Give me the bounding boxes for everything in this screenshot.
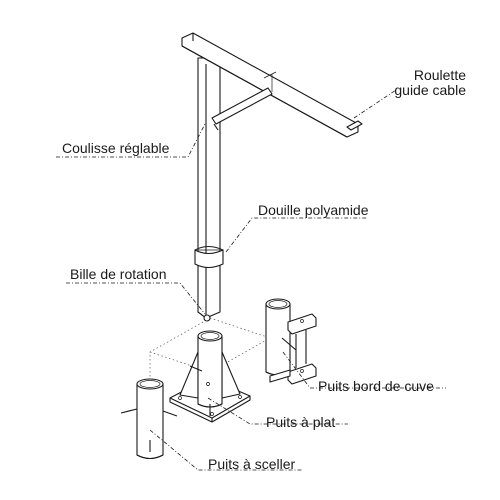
label-roulette-line1: Roulette (413, 67, 466, 83)
diagonal-brace (211, 87, 273, 131)
leader-bille (66, 282, 206, 315)
puits-a-plat-part (169, 330, 251, 423)
label-bille-de-rotation: Bille de rotation (70, 266, 167, 282)
label-puits-a-sceller: Puits à sceller (208, 456, 296, 472)
leader-coulisse (56, 121, 207, 158)
label-roulette-guide-cable: Roulette guide cable (378, 68, 466, 98)
leader-puits-sceller (149, 429, 302, 471)
leader-puits-plat (207, 397, 348, 425)
puits-a-sceller-part (120, 378, 178, 460)
leader-puits-bord (282, 351, 446, 389)
leader-roulette (353, 89, 397, 119)
label-puits-a-plat: Puits à plat (266, 414, 336, 430)
polyamide-bushing (194, 245, 224, 269)
leader-douille (225, 217, 368, 253)
label-coulisse-reglable: Coulisse réglable (62, 140, 170, 156)
label-puits-bord-de-cuve: Puits bord de cuve (318, 378, 434, 394)
leader-lines (56, 89, 446, 471)
rotation-ball (203, 314, 211, 322)
label-roulette-line2: guide cable (394, 82, 466, 98)
label-douille-polyamide: Douille polyamide (258, 202, 369, 218)
vertical-post (197, 57, 221, 319)
puits-bord-de-cuve-part (265, 298, 317, 385)
